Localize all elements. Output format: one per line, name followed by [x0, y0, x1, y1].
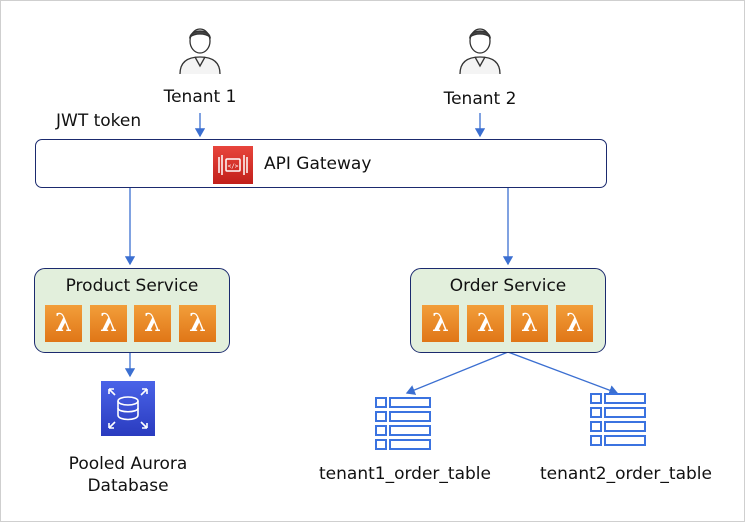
api-gateway-label: API Gateway [264, 154, 372, 174]
aurora-database-icon [101, 381, 155, 436]
lambda-icon: λ [134, 305, 171, 342]
lambda-icon: λ [179, 305, 216, 342]
api-gateway-icon: </> [213, 146, 253, 184]
table-icon [590, 393, 646, 446]
tenant-2-label: Tenant 2 [443, 89, 517, 109]
lambda-icon: λ [467, 305, 504, 342]
database-label-line1: Pooled Aurora [68, 454, 188, 474]
database-label-line2: Database [87, 476, 169, 496]
lambda-icon: λ [45, 305, 82, 342]
lambda-icon: λ [90, 305, 127, 342]
product-service-box: Product Service λ λ λ λ [34, 268, 230, 353]
order-service-box: Order Service λ λ λ λ [410, 268, 606, 353]
lambda-icon: λ [556, 305, 593, 342]
svg-text:</>: </> [228, 163, 239, 170]
jwt-token-label: JWT token [56, 111, 142, 131]
tenant2-table-label: tenant2_order_table [540, 464, 712, 484]
arrow-order-table1 [405, 351, 509, 395]
tenant-1-label: Tenant 1 [163, 87, 237, 107]
order-service-title: Order Service [449, 276, 567, 296]
lambda-icon: λ [422, 305, 459, 342]
user-icon [179, 28, 221, 75]
product-service-title: Product Service [65, 276, 199, 296]
user-icon [459, 28, 501, 75]
tenant1-table-label: tenant1_order_table [319, 464, 491, 484]
arrow-order-table2 [507, 351, 619, 396]
api-gateway-box [35, 139, 607, 188]
lambda-icon: λ [511, 305, 548, 342]
table-icon [375, 397, 431, 450]
